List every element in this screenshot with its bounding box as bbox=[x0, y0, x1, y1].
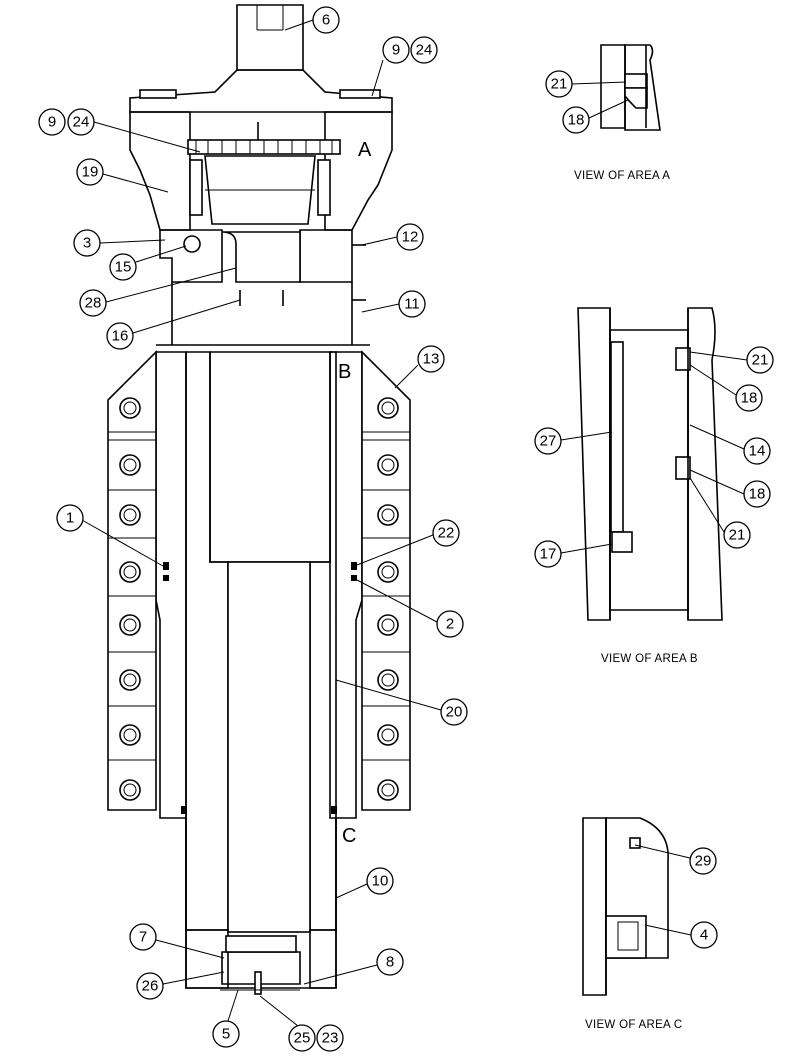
barrel-right bbox=[329, 351, 363, 819]
callout-b-14: 14 bbox=[743, 437, 771, 465]
callout-20: 20 bbox=[440, 698, 468, 726]
svg-text:16: 16 bbox=[112, 328, 129, 345]
callout-6: 6 bbox=[312, 6, 340, 34]
svg-text:2: 2 bbox=[446, 616, 454, 633]
callout-2: 2 bbox=[436, 610, 464, 638]
svg-text:21: 21 bbox=[551, 76, 568, 93]
svg-text:18: 18 bbox=[568, 112, 585, 129]
lower-housing-right bbox=[299, 229, 353, 283]
right-ribs bbox=[361, 350, 411, 811]
callout-10: 10 bbox=[366, 867, 394, 895]
callout-15: 15 bbox=[109, 253, 137, 281]
svg-text:7: 7 bbox=[139, 929, 147, 946]
callout-a-18: 18 bbox=[562, 106, 590, 134]
callout-b-18-bot: 18 bbox=[743, 480, 771, 508]
area-letter-c: C bbox=[342, 825, 356, 847]
svg-text:13: 13 bbox=[423, 351, 440, 368]
left-ribs bbox=[107, 350, 157, 811]
svg-text:14: 14 bbox=[749, 443, 766, 460]
svg-text:23: 23 bbox=[322, 1030, 339, 1047]
svg-text:15: 15 bbox=[115, 259, 132, 276]
view-title-a: VIEW OF AREA A bbox=[574, 170, 670, 182]
view-area-c: 29 4 VIEW OF AREA C bbox=[582, 817, 718, 1031]
callout-5: 5 bbox=[212, 1020, 240, 1048]
callout-9-top: 9 bbox=[382, 36, 410, 64]
callout-9-left: 9 bbox=[38, 108, 66, 136]
svg-text:21: 21 bbox=[729, 527, 746, 544]
svg-text:8: 8 bbox=[386, 954, 394, 971]
callout-16: 16 bbox=[106, 322, 134, 350]
callout-c-4: 4 bbox=[690, 921, 718, 949]
callout-b-17: 17 bbox=[534, 540, 562, 568]
callout-b-27: 27 bbox=[534, 427, 562, 455]
top-shaft bbox=[236, 4, 304, 71]
svg-text:9: 9 bbox=[392, 42, 400, 59]
svg-text:24: 24 bbox=[416, 42, 433, 59]
callout-24-left: 24 bbox=[67, 108, 95, 136]
svg-text:5: 5 bbox=[222, 1026, 230, 1043]
callout-19: 19 bbox=[76, 158, 104, 186]
svg-text:3: 3 bbox=[83, 235, 91, 252]
main-section bbox=[107, 4, 411, 995]
view-title-c: VIEW OF AREA C bbox=[585, 1019, 683, 1031]
svg-text:26: 26 bbox=[142, 978, 159, 995]
svg-text:10: 10 bbox=[372, 873, 389, 890]
svg-text:4: 4 bbox=[700, 927, 708, 944]
callout-8: 8 bbox=[376, 948, 404, 976]
upper-housing-right bbox=[324, 111, 393, 231]
view-title-b: VIEW OF AREA B bbox=[601, 653, 698, 665]
svg-text:21: 21 bbox=[752, 352, 769, 369]
callout-b-21-top: 21 bbox=[746, 346, 774, 374]
callout-c-29: 29 bbox=[689, 847, 717, 875]
view-area-b: 21 18 27 14 18 21 17 VIEW OF AREA B bbox=[534, 307, 774, 665]
callout-23: 23 bbox=[316, 1024, 344, 1052]
barrel-left bbox=[155, 351, 187, 819]
svg-text:1: 1 bbox=[66, 510, 74, 527]
svg-text:17: 17 bbox=[540, 546, 557, 563]
callout-b-18-top: 18 bbox=[735, 384, 763, 412]
callout-26: 26 bbox=[136, 972, 164, 1000]
callout-25: 25 bbox=[288, 1024, 316, 1052]
svg-text:29: 29 bbox=[695, 853, 712, 870]
area-letter-b: B bbox=[338, 361, 351, 383]
callout-12: 12 bbox=[396, 223, 424, 251]
svg-text:22: 22 bbox=[438, 525, 455, 542]
svg-text:28: 28 bbox=[85, 295, 102, 312]
svg-text:6: 6 bbox=[322, 12, 330, 29]
svg-text:9: 9 bbox=[48, 114, 56, 131]
callout-13: 13 bbox=[417, 345, 445, 373]
callout-a-21: 21 bbox=[545, 70, 573, 98]
svg-text:20: 20 bbox=[446, 704, 463, 721]
svg-text:18: 18 bbox=[741, 390, 758, 407]
lower-tube-right bbox=[309, 818, 337, 989]
callout-11: 11 bbox=[398, 290, 426, 318]
callout-7: 7 bbox=[129, 923, 157, 951]
svg-text:25: 25 bbox=[294, 1030, 311, 1047]
svg-text:12: 12 bbox=[402, 229, 419, 246]
svg-text:27: 27 bbox=[540, 433, 557, 450]
callout-24-top: 24 bbox=[410, 36, 438, 64]
callout-3: 3 bbox=[73, 229, 101, 257]
view-area-a: 21 18 VIEW OF AREA A bbox=[545, 44, 670, 182]
svg-text:11: 11 bbox=[404, 296, 420, 313]
main-callouts: 6 9 24 9 24 19 3 15 12 28 11 16 13 1 22 … bbox=[38, 6, 468, 1052]
upper-housing-left bbox=[129, 111, 191, 231]
callout-1: 1 bbox=[56, 504, 84, 532]
callout-22: 22 bbox=[432, 519, 460, 547]
callout-28: 28 bbox=[79, 289, 107, 317]
callout-b-21-bot: 21 bbox=[723, 521, 751, 549]
svg-text:24: 24 bbox=[73, 114, 90, 131]
svg-text:19: 19 bbox=[82, 164, 99, 181]
svg-text:18: 18 bbox=[749, 486, 766, 503]
area-letter-a: A bbox=[358, 139, 372, 161]
